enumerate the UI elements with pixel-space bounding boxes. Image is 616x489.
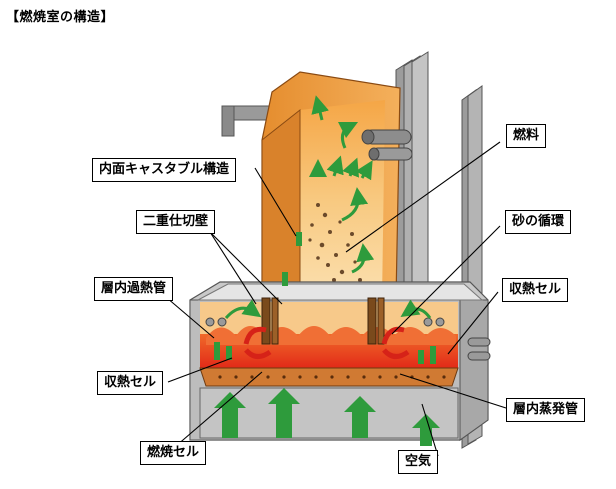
- label-sand-circulation: 砂の循環: [505, 210, 572, 234]
- label-inner-castable: 内面キャスタブル構造: [92, 158, 237, 182]
- in-bed-tubes: [205, 317, 491, 361]
- label-heat-recovery-cell-left: 収熱セル: [97, 371, 164, 395]
- label-combustion-cell: 燃焼セル: [140, 441, 207, 465]
- fuel-particles: [308, 203, 367, 290]
- label-air: 空気: [398, 450, 439, 474]
- leader-lines: [159, 141, 507, 457]
- partition-walls: [261, 297, 385, 345]
- steam-headers: [361, 129, 413, 161]
- label-double-partition: 二重仕切壁: [136, 210, 216, 234]
- air-flow-arrows: [214, 232, 440, 446]
- gas-flow-arrows: [224, 95, 432, 320]
- sand-circulation-arrows: [243, 326, 410, 359]
- bed-roof: [197, 283, 484, 301]
- freeboard-shaft: [261, 71, 401, 301]
- label-heat-recovery-cell-right: 収熱セル: [502, 278, 569, 302]
- distributor-plate: [199, 367, 459, 387]
- label-in-bed-evaporator: 層内蒸発管: [506, 398, 586, 422]
- label-fuel: 燃料: [506, 124, 547, 148]
- windbox: [199, 387, 459, 439]
- page-title: 【燃焼室の構造】: [6, 10, 115, 25]
- label-in-bed-superheater: 層内過熱管: [94, 277, 174, 301]
